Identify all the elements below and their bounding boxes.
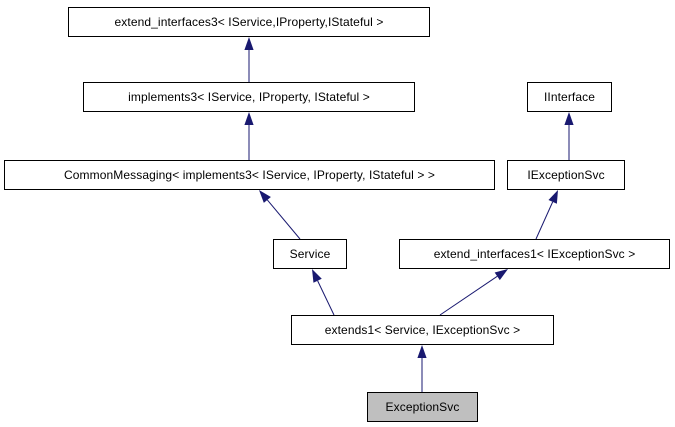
class-node-label: CommonMessaging< implements3< IService, …	[63, 168, 435, 182]
edge-commonmessaging-to-implements3	[244, 112, 254, 160]
class-node-extends1[interactable]: extends1< Service, IExceptionSvc >	[291, 315, 554, 345]
edge-arrowhead-icon	[548, 190, 558, 204]
class-node-label: extend_interfaces1< IExceptionSvc >	[433, 247, 636, 261]
edge-exceptionsvc-to-extends1	[417, 345, 427, 392]
edge-line	[317, 280, 335, 316]
edge-line	[535, 201, 554, 240]
edge-arrowhead-icon	[244, 37, 254, 50]
edge-extend_interfaces1-to-iexceptionsvc	[535, 190, 558, 240]
edge-arrowhead-icon	[259, 190, 271, 203]
class-node-iexceptionsvc[interactable]: IExceptionSvc	[507, 160, 625, 190]
edge-arrowhead-icon	[564, 112, 574, 125]
class-node-extend_interfaces3[interactable]: extend_interfaces3< IService,IProperty,I…	[68, 7, 430, 37]
edge-iexceptionsvc-to-iinterface	[564, 112, 574, 160]
edge-arrowhead-icon	[312, 269, 322, 283]
edge-extends1-to-service	[312, 269, 335, 316]
edge-service-to-commonmessaging	[259, 190, 301, 240]
class-node-label: Service	[289, 247, 331, 261]
class-node-implements3[interactable]: implements3< IService, IProperty, IState…	[83, 82, 415, 112]
class-node-service[interactable]: Service	[273, 239, 347, 269]
edge-arrowhead-icon	[244, 112, 254, 125]
edge-line	[439, 275, 498, 316]
class-node-exceptionsvc[interactable]: ExceptionSvc	[367, 392, 478, 422]
class-node-iinterface[interactable]: IInterface	[527, 82, 612, 112]
class-node-label: IInterface	[543, 90, 596, 104]
edge-extends1-to-extend_interfaces1	[439, 269, 508, 316]
edge-implements3-to-extend_interfaces3	[244, 37, 254, 82]
edge-arrowhead-icon	[417, 345, 427, 358]
class-node-label: extend_interfaces3< IService,IProperty,I…	[114, 15, 384, 29]
class-node-label: implements3< IService, IProperty, IState…	[128, 90, 370, 104]
class-node-extend_interfaces1[interactable]: extend_interfaces1< IExceptionSvc >	[399, 239, 670, 269]
class-node-commonmessaging[interactable]: CommonMessaging< implements3< IService, …	[4, 160, 495, 190]
edge-line	[266, 199, 301, 240]
class-node-label: ExceptionSvc	[385, 400, 460, 414]
class-node-label: extends1< Service, IExceptionSvc >	[324, 323, 521, 337]
class-node-label: IExceptionSvc	[527, 168, 605, 182]
edge-arrowhead-icon	[494, 269, 508, 281]
